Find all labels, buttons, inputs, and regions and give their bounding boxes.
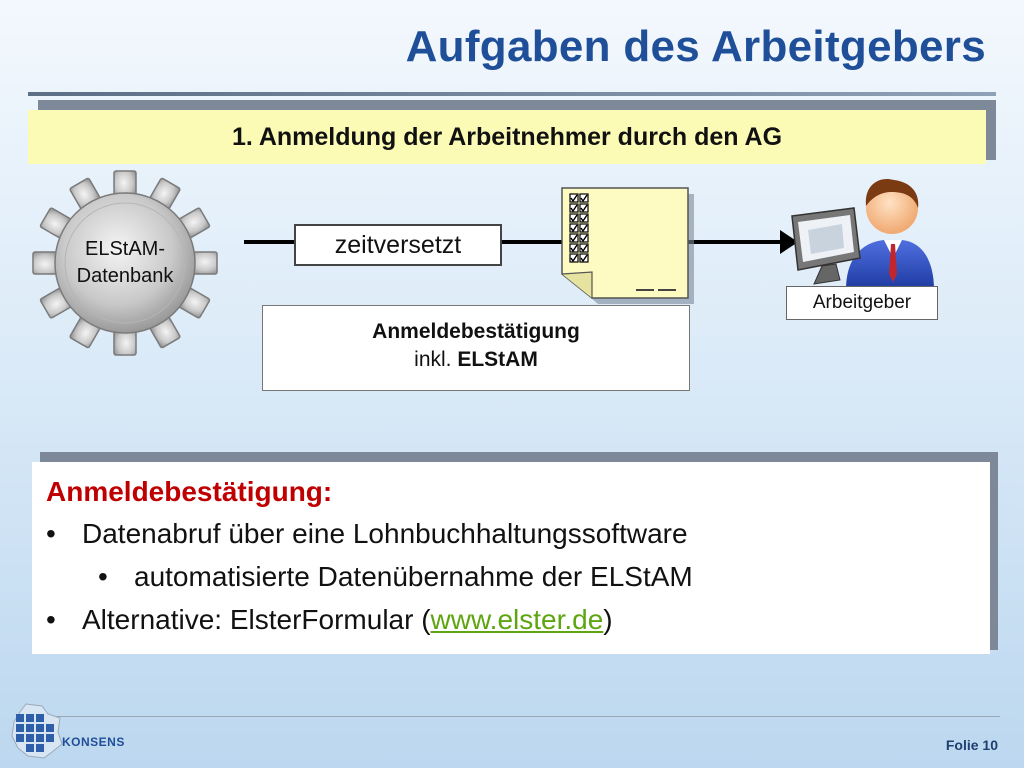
employer-label: Arbeitgeber	[812, 292, 912, 313]
bullet-text: Alternative: ElsterFormular (www.elster.…	[82, 598, 613, 641]
flow-line	[244, 240, 784, 244]
bullet-prefix: Alternative: ElsterFormular (	[82, 604, 431, 635]
employer-computer-icon	[791, 179, 934, 290]
confirmation-subtitle: inkl. ELStAM	[263, 348, 689, 372]
bullet-item-sub: • automatisierte Datenübernahme der ELSt…	[46, 555, 976, 598]
info-box: Anmeldebestätigung: • Datenabruf über ei…	[32, 462, 990, 654]
document-checklist-icon	[561, 187, 694, 304]
page-number: Folie 10	[945, 737, 998, 753]
slide-title: Aufgaben des Arbeitgebers	[405, 22, 986, 71]
gear-icon	[32, 170, 218, 356]
confirmation-bold: ELStAM	[457, 348, 538, 371]
bullet-marker: •	[46, 518, 56, 549]
bullet-marker: •	[98, 561, 108, 592]
confirmation-box: Anmeldebestätigung inkl. ELStAM	[262, 305, 690, 391]
subtitle-banner: 1. Anmeldung der Arbeitnehmer durch den …	[28, 110, 986, 164]
bullet-text: automatisierte Datenübernahme der ELStAM	[134, 561, 693, 592]
bullet-text: Datenabruf über eine Lohnbuchhaltungssof…	[82, 518, 688, 549]
elster-link[interactable]: www.elster.de	[430, 604, 604, 635]
employer-label-box: Arbeitgeber	[786, 286, 938, 320]
confirmation-title: Anmeldebestätigung	[372, 320, 580, 343]
bullet-item: • Datenabruf über eine Lohnbuchhaltungss…	[46, 512, 976, 555]
delay-label-box: zeitversetzt	[294, 224, 502, 266]
bullet-item: • Alternative: ElsterFormular (www.elste…	[46, 598, 976, 641]
delay-label: zeitversetzt	[334, 230, 462, 259]
konsens-logo-icon	[11, 703, 63, 759]
database-label: ELStAM- Datenbank	[76, 238, 174, 287]
confirmation-prefix: inkl.	[414, 348, 458, 371]
info-heading: Anmeldebestätigung:	[46, 476, 333, 507]
footer-divider	[56, 716, 1000, 717]
bullet-suffix: )	[603, 604, 613, 635]
subtitle-text: 1. Anmeldung der Arbeitnehmer durch den …	[231, 122, 783, 151]
bullet-marker: •	[46, 604, 56, 635]
title-divider	[28, 92, 996, 96]
logo-text: KONSENS	[62, 735, 125, 749]
